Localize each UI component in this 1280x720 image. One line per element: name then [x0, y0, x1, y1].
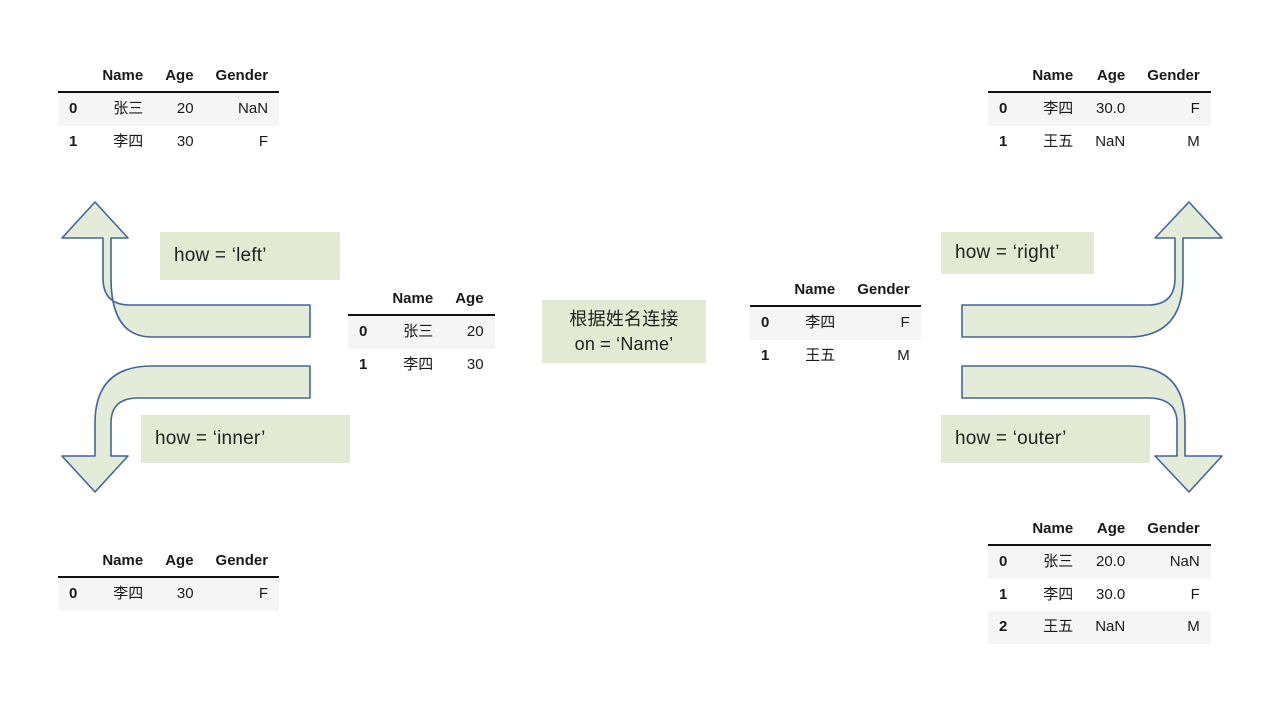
column-header-index: [750, 274, 784, 307]
column-header-name: Name: [1021, 513, 1085, 546]
row-index-cell: 1: [69, 132, 78, 150]
label-join-note: 根据姓名连接 on = ‘Name’: [542, 300, 706, 363]
column-header-age: Age: [1084, 60, 1137, 93]
cell-gender: F: [258, 584, 269, 602]
cell-gender: M: [1187, 618, 1200, 636]
label-how-left: how = ‘left’: [160, 232, 340, 280]
row-index-cell: 2: [999, 618, 1008, 636]
cell-age: 30: [176, 584, 194, 602]
column-header-name: Name: [783, 274, 847, 307]
table-row: 1 李四 30.0 F: [988, 578, 1211, 612]
cell-age: 30: [466, 355, 484, 373]
column-header-name: Name: [91, 60, 155, 93]
column-header-name: Name: [91, 545, 155, 578]
table-row: 0 李四 30.0 F: [988, 91, 1211, 126]
row-index-cell: 1: [999, 585, 1008, 603]
label-how-right: how = ‘right’: [941, 232, 1094, 274]
row-index-cell: 0: [69, 584, 78, 602]
column-header-gender: Gender: [846, 274, 921, 307]
row-index-cell: 0: [69, 99, 78, 117]
cell-age: 20: [466, 322, 484, 340]
cell-age: NaN: [1095, 618, 1126, 636]
row-index-cell: 0: [999, 99, 1008, 117]
column-header-gender: Gender: [204, 545, 280, 578]
column-header-index: [58, 545, 92, 578]
label-how-outer: how = ‘outer’: [941, 415, 1150, 463]
table-row: 0 张三 20.0 NaN: [988, 544, 1211, 579]
column-header-age: Age: [154, 545, 205, 578]
cell-gender: F: [1190, 99, 1200, 117]
table-row: 2 王五 NaN M: [988, 611, 1211, 644]
cell-name: 李四: [113, 584, 144, 602]
cell-name: 李四: [805, 313, 836, 331]
column-header-name: Name: [1021, 60, 1085, 93]
cell-name: 张三: [1043, 552, 1074, 570]
join-note-line-2: on = ‘Name’: [574, 333, 674, 354]
cell-gender: NaN: [1169, 552, 1200, 570]
cell-gender: NaN: [238, 99, 269, 117]
table-row: 1 王五 NaN M: [988, 125, 1211, 159]
row-index-cell: 1: [761, 346, 770, 364]
table-row: 0 李四 30 F: [58, 576, 280, 611]
column-header-age: Age: [444, 283, 495, 316]
row-index-cell: 1: [999, 132, 1008, 150]
cell-age: 20.0: [1096, 552, 1126, 570]
cell-name: 王五: [805, 346, 836, 364]
table-row: 1 李四 30 F: [58, 125, 280, 159]
cell-age: 20: [176, 99, 194, 117]
column-header-gender: Gender: [204, 60, 280, 93]
table-row: 0 李四 F: [750, 305, 921, 340]
column-header-name: Name: [381, 283, 445, 316]
row-index-cell: 0: [761, 313, 770, 331]
cell-name: 李四: [113, 132, 144, 150]
column-header-index: [988, 513, 1022, 546]
cell-age: NaN: [1095, 132, 1126, 150]
cell-gender: F: [1190, 585, 1200, 603]
table-row: 0 张三 20: [348, 314, 495, 349]
row-index-cell: 1: [359, 355, 368, 373]
cell-gender: F: [258, 132, 269, 150]
cell-name: 李四: [1043, 99, 1074, 117]
column-header-gender: Gender: [1136, 513, 1211, 546]
cell-age: 30.0: [1096, 99, 1126, 117]
cell-name: 张三: [113, 99, 144, 117]
cell-name: 李四: [403, 355, 434, 373]
label-how-inner: how = ‘inner’: [141, 415, 350, 463]
column-header-age: Age: [1084, 513, 1137, 546]
row-index-cell: 0: [359, 322, 368, 340]
table-row: 0 张三 20 NaN: [58, 91, 280, 126]
cell-gender: M: [897, 346, 910, 364]
column-header-index: [58, 60, 92, 93]
row-index-cell: 0: [999, 552, 1008, 570]
cell-name: 王五: [1043, 618, 1074, 636]
join-note-line-1: 根据姓名连接: [569, 309, 679, 330]
cell-name: 李四: [1043, 585, 1074, 603]
table-row: 1 李四 30: [348, 348, 495, 382]
cell-gender: F: [900, 313, 910, 331]
column-header-gender: Gender: [1136, 60, 1211, 93]
column-header-index: [988, 60, 1022, 93]
column-header-age: Age: [154, 60, 205, 93]
cell-age: 30.0: [1096, 585, 1126, 603]
column-header-index: [348, 283, 382, 316]
cell-name: 王五: [1043, 132, 1074, 150]
table-row: 1 王五 M: [750, 339, 921, 373]
cell-gender: M: [1187, 132, 1200, 150]
cell-name: 张三: [403, 322, 434, 340]
cell-age: 30: [176, 132, 194, 150]
